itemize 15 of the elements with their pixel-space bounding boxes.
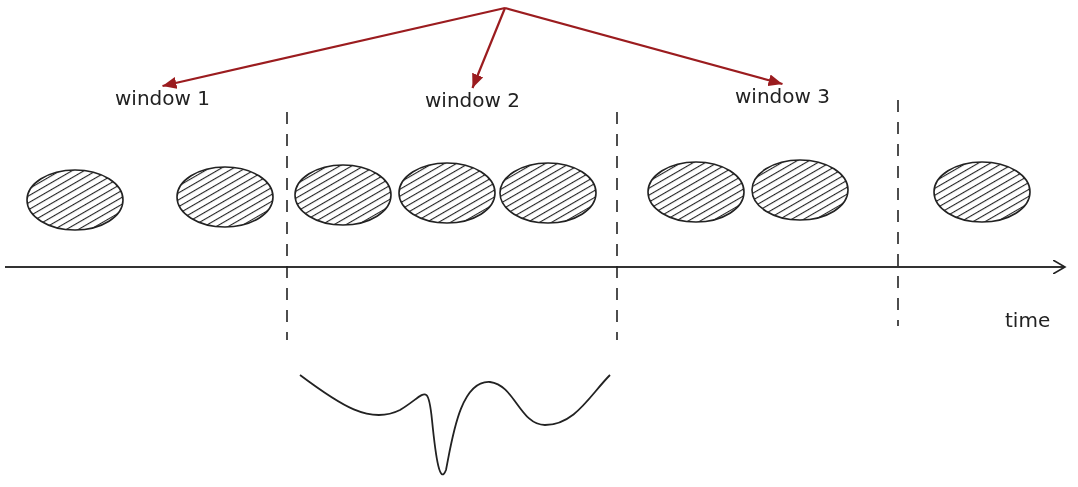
- arrow: [504, 6, 783, 87]
- hatched-event-ellipse: [647, 161, 745, 223]
- hatched-event-ellipse: [499, 162, 597, 224]
- window-label: window 1: [115, 86, 210, 110]
- arrow: [471, 7, 506, 89]
- hatched-event-ellipse: [176, 166, 274, 228]
- hatched-event-ellipse: [751, 159, 849, 221]
- hatched-event-ellipse: [398, 162, 496, 224]
- window-label: window 2: [425, 88, 520, 112]
- axis-label: time: [1005, 308, 1051, 332]
- arrow: [162, 6, 506, 89]
- hatched-event-ellipse: [294, 164, 392, 226]
- window-label: window 3: [735, 84, 830, 108]
- hatched-event-ellipse: [26, 169, 124, 231]
- hatched-event-ellipse: [933, 161, 1031, 223]
